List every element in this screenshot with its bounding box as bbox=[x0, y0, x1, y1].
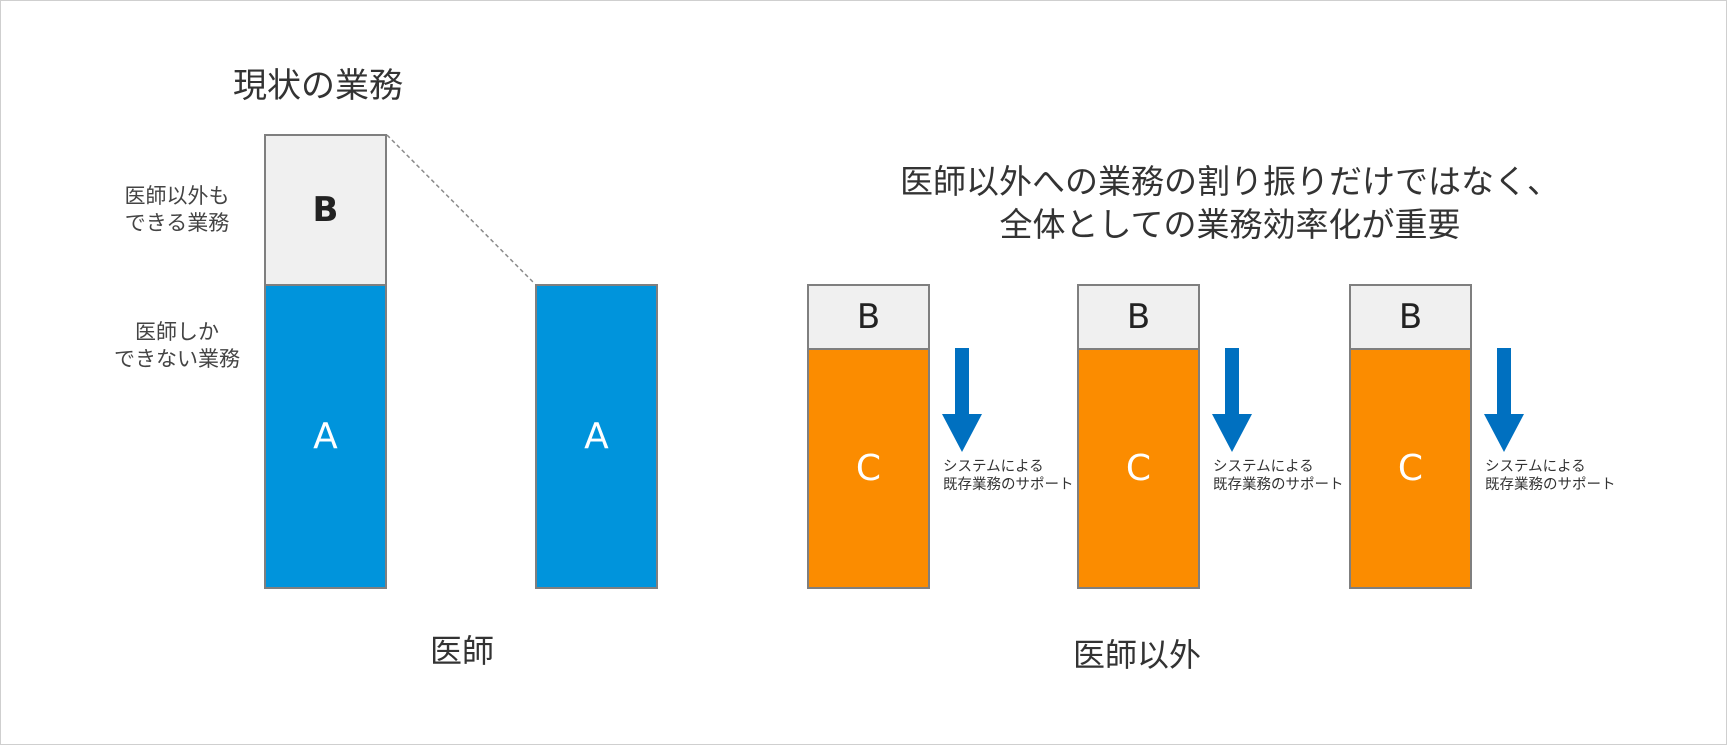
current-work-title: 現状の業務 bbox=[233, 66, 403, 106]
doctor-group-label: 医師 bbox=[430, 632, 495, 670]
future-bar-b: B bbox=[807, 284, 930, 350]
system-support-note-line2: 既存業務のサポート bbox=[1213, 477, 1344, 493]
reduced-bar-a-label: A bbox=[584, 416, 609, 457]
future-bar-c: C bbox=[807, 348, 930, 589]
headline-line1: 医師以外への業務の割り振りだけではなく、 bbox=[900, 162, 1560, 201]
system-support-note-line2: 既存業務のサポート bbox=[943, 477, 1074, 493]
future-bar-b-label: B bbox=[1398, 297, 1423, 337]
down-arrow-icon bbox=[942, 348, 982, 452]
non-doctor-group-label: 医師以外 bbox=[1073, 636, 1202, 674]
system-support-note-line1: システムによる bbox=[1485, 459, 1586, 475]
system-support-note: システムによる既存業務のサポート bbox=[1213, 458, 1344, 494]
future-bar-b: B bbox=[1349, 284, 1472, 350]
dashed-connector-line bbox=[386, 134, 536, 285]
future-bar-c-label: C bbox=[1397, 448, 1424, 489]
reduced-bar-a: A bbox=[535, 284, 658, 589]
current-bar-a: A bbox=[264, 284, 387, 589]
future-bar-b-label: B bbox=[856, 297, 881, 337]
future-bar-c: C bbox=[1077, 348, 1200, 589]
headline-line2: 全体としての業務効率化が重要 bbox=[999, 205, 1461, 244]
label-b-description: 医師以外も できる業務 bbox=[112, 183, 242, 237]
system-support-note-line1: システムによる bbox=[1213, 459, 1314, 475]
system-support-note-line2: 既存業務のサポート bbox=[1485, 477, 1616, 493]
label-a-line1: 医師しか bbox=[135, 320, 219, 344]
future-bar-b-label: B bbox=[1126, 297, 1151, 337]
down-arrow-icon bbox=[1212, 348, 1252, 452]
current-bar-a-label: A bbox=[313, 416, 338, 457]
future-bar-b: B bbox=[1077, 284, 1200, 350]
label-a-line2: できない業務 bbox=[114, 347, 240, 371]
system-support-note: システムによる既存業務のサポート bbox=[943, 458, 1074, 494]
label-b-line2: できる業務 bbox=[124, 211, 230, 235]
future-bar-c: C bbox=[1349, 348, 1472, 589]
system-support-note-line1: システムによる bbox=[943, 459, 1044, 475]
future-bar-c-label: C bbox=[1125, 448, 1152, 489]
label-b-line1: 医師以外も bbox=[124, 184, 230, 208]
current-bar-b-label: B bbox=[312, 190, 339, 230]
future-bar-c-label: C bbox=[855, 448, 882, 489]
system-support-note: システムによる既存業務のサポート bbox=[1485, 458, 1616, 494]
label-a-description: 医師しか できない業務 bbox=[102, 319, 252, 373]
down-arrow-icon bbox=[1484, 348, 1524, 452]
headline: 医師以外への業務の割り振りだけではなく、 全体としての業務効率化が重要 bbox=[760, 160, 1700, 246]
